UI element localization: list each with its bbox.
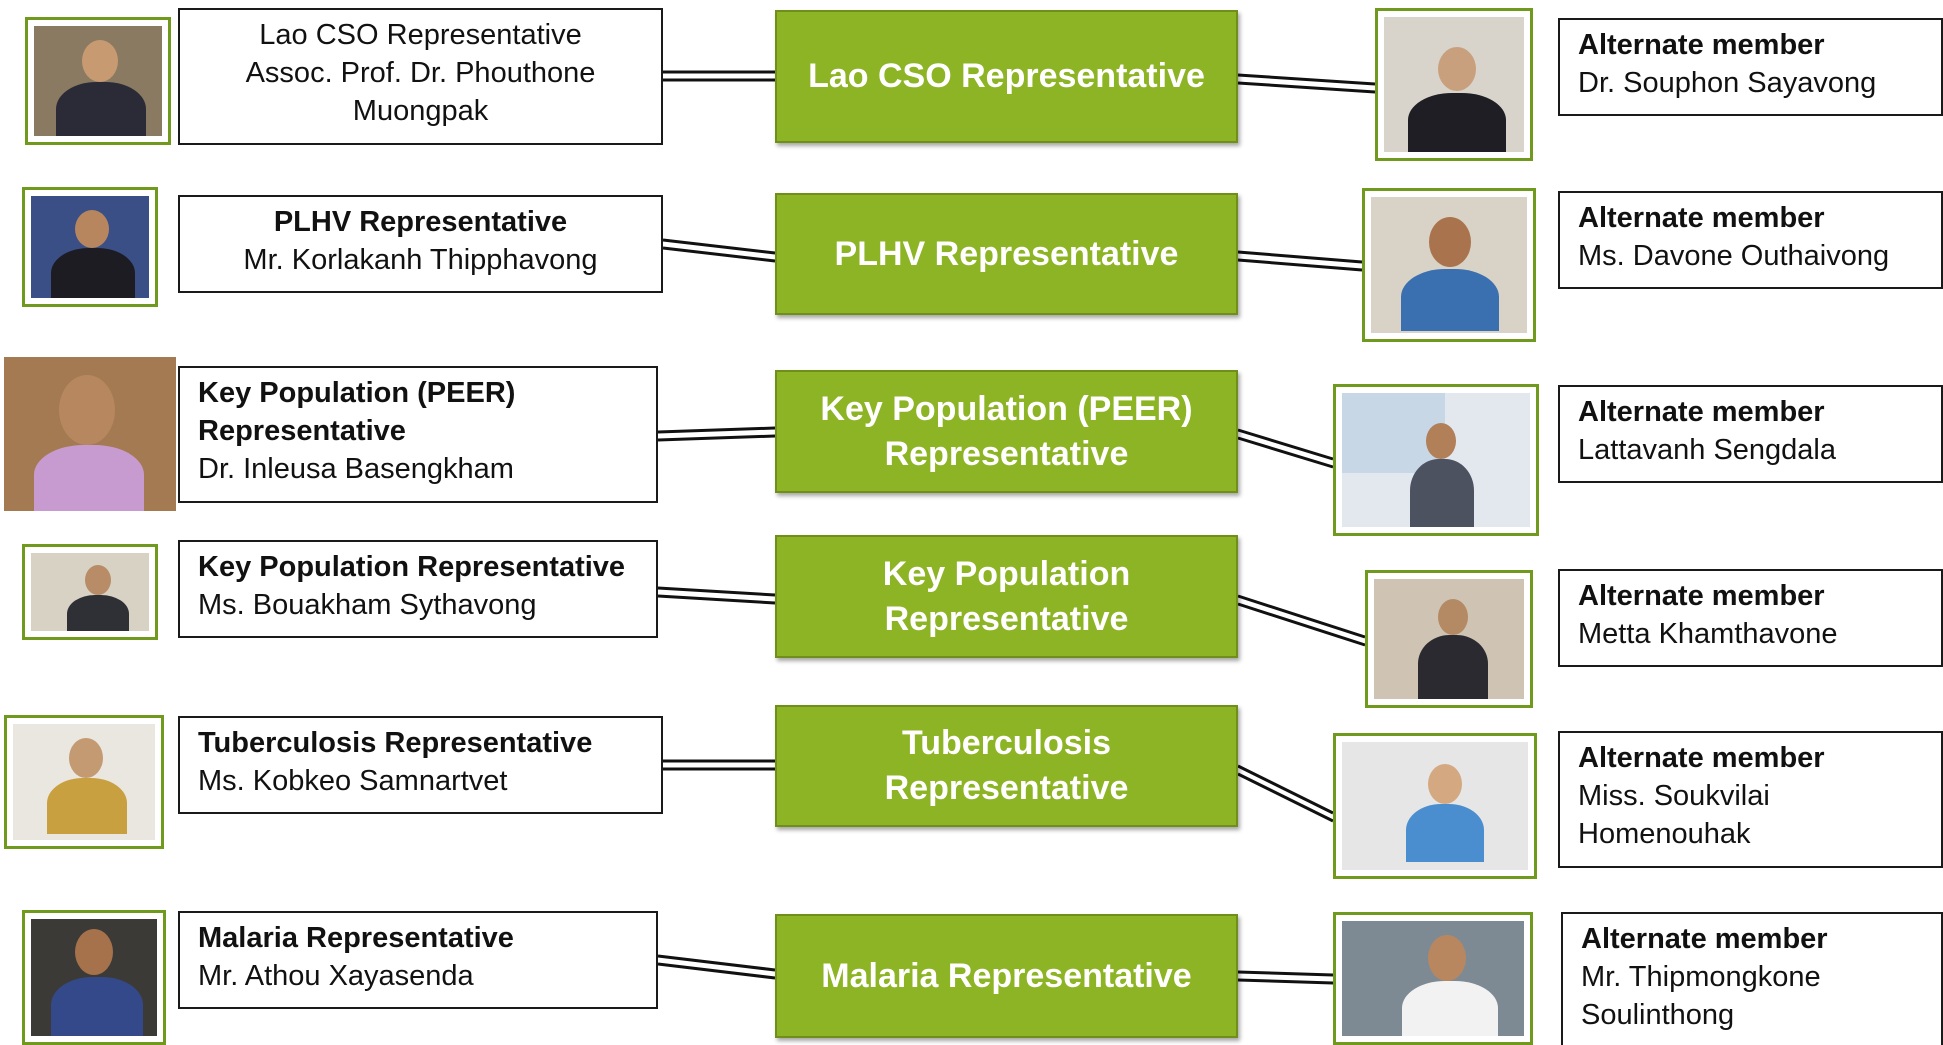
role-box-tuberculosis: Tuberculosis Representative	[775, 705, 1238, 827]
alternate-title: Alternate member	[1578, 202, 1825, 234]
alternate-box-5: Alternate member Miss. Soukvilai Homenou…	[1558, 731, 1943, 868]
alternate-photo-1	[1375, 8, 1533, 161]
alternate-name: Dr. Souphon Sayavong	[1578, 67, 1877, 99]
alternate-photo-4	[1365, 570, 1533, 708]
alternate-box-4: Alternate member Metta Khamthavone	[1558, 569, 1943, 667]
representative-title: Key Population (PEER)	[198, 377, 516, 409]
representative-title: Tuberculosis Representative	[198, 727, 593, 759]
alternate-title: Alternate member	[1581, 923, 1828, 955]
representative-title: PLHV Representative	[273, 206, 568, 238]
representative-title: Key Population Representative	[198, 551, 626, 583]
representative-name: Dr. Inleusa Basengkham	[198, 453, 514, 485]
representative-name: Mr. Korlakanh Thipphavong	[243, 244, 598, 276]
alternate-name: Metta Khamthavone	[1578, 618, 1838, 650]
alternate-title: Alternate member	[1578, 29, 1825, 61]
role-box-plhv: PLHV Representative	[775, 193, 1238, 315]
alternate-box-6: Alternate member Mr. Thipmongkone Soulin…	[1561, 912, 1943, 1045]
representative-title: Malaria Representative	[198, 922, 514, 954]
alternate-box-2: Alternate member Ms. Davone Outhaivong	[1558, 191, 1943, 289]
alternate-name-cont: Soulinthong	[1581, 999, 1735, 1031]
member-photo-4	[22, 544, 158, 640]
alternate-name: Ms. Davone Outhaivong	[1578, 240, 1890, 272]
representative-box-2: PLHV Representative Mr. Korlakanh Thipph…	[178, 195, 663, 293]
alternate-photo-2	[1362, 188, 1536, 342]
representative-name: Ms. Kobkeo Samnartvet	[198, 765, 508, 797]
representative-name-cont: Muongpak	[352, 95, 489, 127]
alternate-name: Lattavanh Sengdala	[1578, 434, 1836, 466]
alternate-box-3: Alternate member Lattavanh Sengdala	[1558, 385, 1943, 483]
representative-name: Assoc. Prof. Dr. Phouthone	[245, 57, 596, 89]
representative-name: Ms. Bouakham Sythavong	[198, 589, 537, 621]
alternate-box-1: Alternate member Dr. Souphon Sayavong	[1558, 18, 1943, 116]
alternate-photo-6	[1333, 912, 1533, 1045]
alternate-photo-5	[1333, 733, 1537, 879]
alternate-name: Miss. Soukvilai	[1578, 780, 1770, 812]
member-photo-3	[4, 357, 176, 511]
representative-box-3: Key Population (PEER) Representative Dr.…	[178, 366, 658, 503]
representative-box-6: Malaria Representative Mr. Athou Xayasen…	[178, 911, 658, 1009]
representative-title: Lao CSO Representative	[259, 19, 582, 51]
member-photo-1	[25, 17, 171, 145]
role-box-malaria: Malaria Representative	[775, 914, 1238, 1038]
representative-name: Mr. Athou Xayasenda	[198, 960, 474, 992]
alternate-photo-3	[1333, 384, 1539, 536]
member-photo-2	[22, 187, 158, 307]
role-box-key-population-peer: Key Population (PEER)Representative	[775, 370, 1238, 493]
member-photo-6	[22, 910, 166, 1045]
alternate-name: Mr. Thipmongkone	[1581, 961, 1821, 993]
alternate-title: Alternate member	[1578, 742, 1825, 774]
representative-title-cont: Representative	[198, 415, 406, 447]
representative-box-5: Tuberculosis Representative Ms. Kobkeo S…	[178, 716, 663, 814]
alternate-title: Alternate member	[1578, 396, 1825, 428]
role-box-lao-cso: Lao CSO Representative	[775, 10, 1238, 143]
representative-box-1: Lao CSO Representative Assoc. Prof. Dr. …	[178, 8, 663, 145]
member-photo-5	[4, 715, 164, 849]
representative-box-4: Key Population Representative Ms. Bouakh…	[178, 540, 658, 638]
alternate-title: Alternate member	[1578, 580, 1825, 612]
alternate-name-cont: Homenouhak	[1578, 818, 1751, 850]
